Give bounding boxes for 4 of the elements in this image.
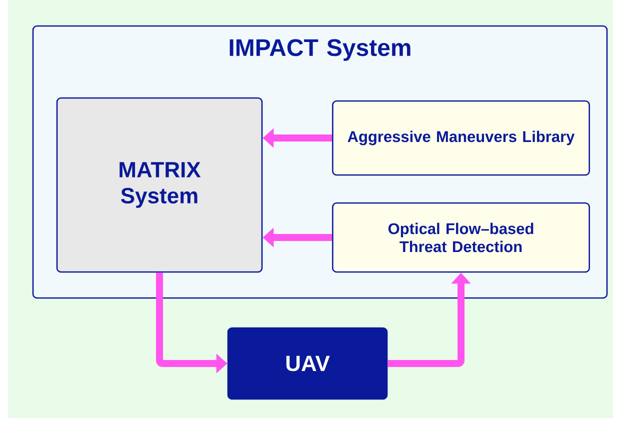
vehicle-box: UAV	[227, 327, 388, 400]
module-box: Optical Flow–based Threat Detection	[332, 202, 590, 273]
system-box: MATRIX System	[56, 97, 263, 273]
module-box: Aggressive Maneuvers Library	[332, 100, 590, 176]
